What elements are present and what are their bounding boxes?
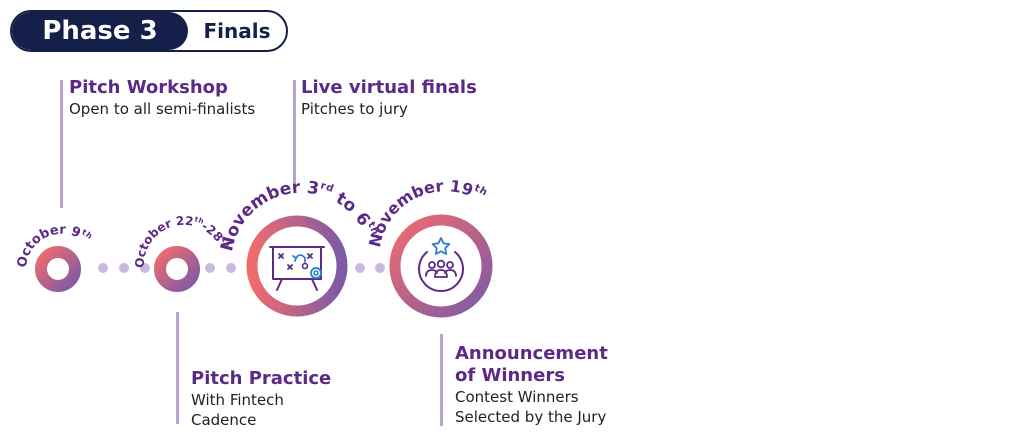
phase-header: Phase 3 Finals — [10, 10, 288, 52]
milestone-ring-2 — [154, 246, 200, 292]
event-announcement: Announcement of Winners Contest Winners … — [455, 343, 608, 427]
connector-dot — [140, 263, 150, 273]
event-desc: Cadence — [191, 411, 257, 429]
connector-dot — [205, 263, 215, 273]
live-finals-line — [293, 80, 296, 184]
event-title: Pitch Practice — [191, 368, 332, 389]
event-desc: Selected by the Jury — [455, 408, 607, 426]
event-desc: Pitches to jury — [301, 100, 408, 118]
milestone-ring-3 — [246, 215, 348, 317]
event-desc: Contest Winners — [455, 388, 579, 406]
pitch-workshop-line — [60, 80, 63, 208]
event-title: Announcement — [455, 343, 608, 364]
event-live-finals: Live virtual finals Pitches to jury — [301, 77, 477, 119]
event-pitch-workshop: Pitch Workshop Open to all semi-finalist… — [69, 77, 255, 119]
connector-dot — [119, 263, 129, 273]
connector-dot — [226, 263, 236, 273]
event-title: Pitch Workshop — [69, 77, 228, 98]
connector-dot — [375, 263, 385, 273]
connector-dots — [98, 263, 385, 273]
milestone-date-3: November 3rd to 6th — [217, 178, 380, 254]
event-title: of Winners — [455, 365, 565, 386]
connector-dot — [98, 263, 108, 273]
strategy-board-icon — [269, 246, 325, 291]
milestone-date-1: October 9th — [15, 223, 94, 269]
milestone-ring-1 — [35, 246, 81, 292]
team-star-icon — [418, 237, 464, 292]
event-pitch-practice: Pitch Practice With Fintech Cadence — [191, 368, 331, 430]
phase-label: Phase 3 — [12, 12, 188, 50]
event-desc: Open to all semi-finalists — [69, 100, 256, 118]
phase-name: Finals — [203, 19, 271, 43]
announcement-line — [440, 334, 443, 426]
event-title: Live virtual finals — [301, 77, 477, 98]
milestone-date-2: October 22th-28th — [133, 214, 231, 268]
connector-dot — [355, 263, 365, 273]
milestone-ring-4 — [389, 214, 493, 318]
event-desc: With Fintech — [191, 391, 284, 409]
pitch-practice-line — [176, 312, 179, 424]
